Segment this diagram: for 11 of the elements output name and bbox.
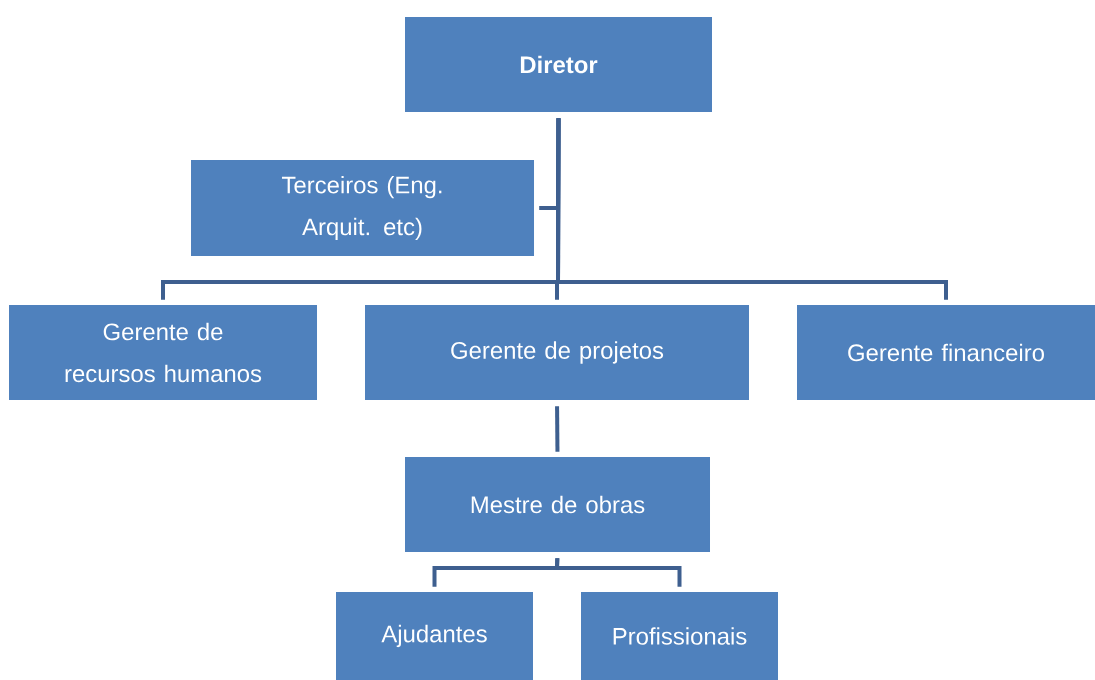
org-box: Diretor: [405, 17, 712, 112]
org-box: Ajudantes: [336, 592, 533, 680]
org-box: Gerente financeiro: [797, 305, 1095, 400]
org-box: Gerente de projetos: [365, 305, 749, 400]
org-box: Mestre de obras: [405, 457, 710, 552]
connector-line: [554, 558, 682, 587]
org-box: Terceiros (Eng. Arquit. etc): [191, 160, 534, 256]
org-box: Gerente de recursos humanos: [9, 305, 317, 400]
org-box: Profissionais: [581, 592, 778, 680]
connector-line: [555, 406, 560, 452]
connector-line: [556, 118, 948, 300]
